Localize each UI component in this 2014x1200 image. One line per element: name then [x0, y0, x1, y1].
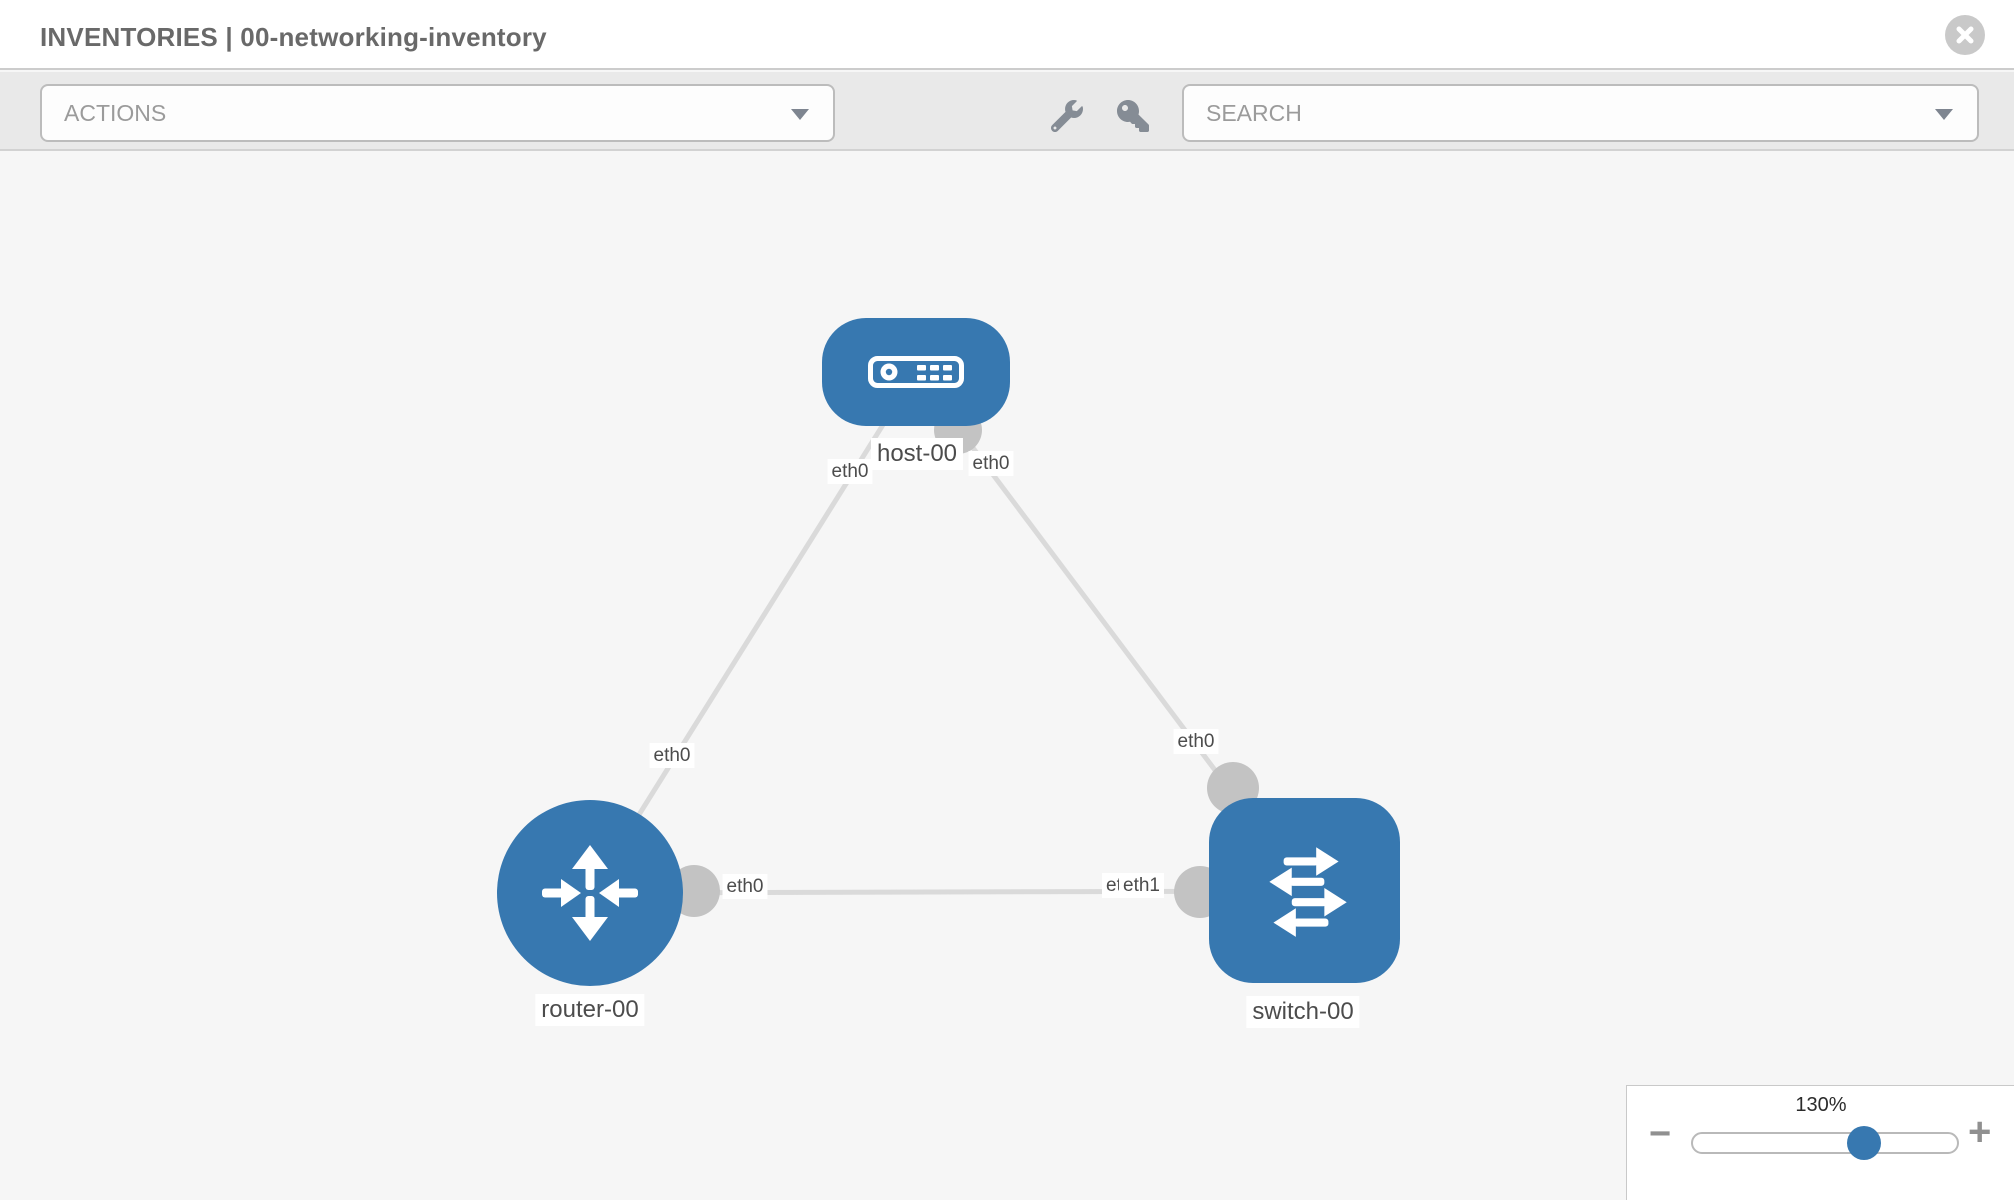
chevron-down-icon: [1935, 109, 1953, 120]
page-title: INVENTORIES | 00-networking-inventory: [40, 22, 547, 52]
close-button[interactable]: [1945, 15, 1985, 55]
link-host-router: [587, 370, 919, 895]
node-label-host: host-00: [870, 438, 964, 470]
node-router-00[interactable]: [497, 800, 683, 986]
interface-label: eth0: [1173, 729, 1219, 754]
switch-icon: [1268, 846, 1347, 937]
router-icon: [542, 845, 638, 941]
zoom-in-button[interactable]: +: [1968, 1110, 1992, 1154]
header: INVENTORIES | 00-networking-inventory: [0, 0, 2014, 70]
search-dropdown[interactable]: SEARCH: [1182, 84, 1979, 142]
wrench-icon-button[interactable]: [1048, 97, 1086, 135]
interface-label: eth0: [827, 459, 873, 484]
topology-canvas[interactable]: eth0 eth0 eth0 eth0 eth0 eth0 eth1 host-…: [0, 151, 2014, 1200]
node-host-00[interactable]: [822, 318, 1010, 426]
zoom-percent: 130%: [1795, 1094, 1847, 1116]
zoom-slider-thumb[interactable]: [1847, 1126, 1881, 1160]
interface-label: eth0: [968, 451, 1014, 476]
node-switch-00[interactable]: [1209, 798, 1400, 983]
interface-label: eth1: [1119, 873, 1164, 898]
actions-dropdown-label: ACTIONS: [64, 99, 167, 126]
zoom-out-button[interactable]: −: [1649, 1113, 1672, 1155]
interface-label: eth0: [649, 743, 695, 768]
node-label-switch: switch-00: [1246, 996, 1360, 1028]
search-dropdown-label: SEARCH: [1206, 99, 1302, 126]
toolbar: ACTIONS SEARCH: [0, 72, 2014, 151]
actions-dropdown[interactable]: ACTIONS: [40, 84, 835, 142]
links-layer: [587, 370, 1307, 918]
key-icon: [1117, 100, 1149, 132]
zoom-slider[interactable]: [1691, 1132, 1959, 1154]
host-icon: [868, 356, 964, 388]
chevron-down-icon: [791, 109, 809, 120]
node-label-router: router-00: [535, 994, 645, 1026]
close-icon: [1956, 26, 1974, 44]
zoom-panel: 130% − +: [1626, 1085, 2014, 1200]
key-icon-button[interactable]: [1114, 97, 1152, 135]
interface-label: eth0: [722, 874, 768, 899]
wrench-icon: [1051, 100, 1083, 132]
